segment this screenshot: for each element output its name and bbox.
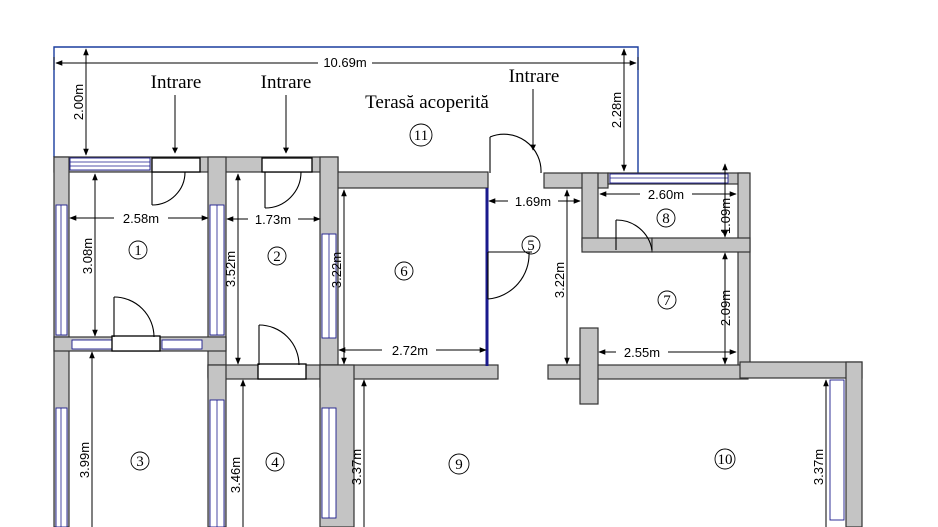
dim-room7-width: 2.55m xyxy=(624,345,660,360)
doors xyxy=(111,133,653,380)
dim-room6-width: 2.72m xyxy=(392,343,428,358)
dim-room8-depth: 1.09m xyxy=(718,198,733,234)
dim-room5-depth: 3.22m xyxy=(552,262,567,298)
room-number-4: 4 xyxy=(271,455,279,471)
dim-room6-depth: 3.22m xyxy=(329,252,344,288)
room-number-9: 9 xyxy=(455,457,463,473)
dim-room4-depth: 3.46m xyxy=(228,457,243,493)
room-number-7: 7 xyxy=(663,293,671,309)
room-number-10: 10 xyxy=(718,452,733,468)
room-number-1: 1 xyxy=(134,243,142,259)
dim-room8-width: 2.60m xyxy=(648,187,684,202)
dim-total-width: 10.69m xyxy=(323,55,366,70)
dim-room3-depth: 3.99m xyxy=(77,442,92,478)
windows xyxy=(55,157,845,527)
room-number-3: 3 xyxy=(136,454,144,470)
dim-room2-width: 1.73m xyxy=(255,212,291,227)
dim-room10-depth: 3.37m xyxy=(811,449,826,485)
dim-room7-depth: 2.09m xyxy=(718,290,733,326)
dimension-lines xyxy=(53,48,829,527)
dim-room9-depth: 3.37m xyxy=(349,449,364,485)
terrace-label: Terasă acoperită xyxy=(365,92,489,113)
dim-room1-depth: 3.08m xyxy=(80,238,95,274)
entrance-arrows xyxy=(172,89,536,154)
dim-terrace-left: 2.00m xyxy=(71,84,86,120)
room-numbers: 1 2 3 4 5 6 7 8 9 10 xyxy=(128,208,736,475)
room-number-5: 5 xyxy=(527,238,535,254)
dim-terrace-right: 2.28m xyxy=(609,92,624,128)
room-number-2: 2 xyxy=(273,249,281,265)
entrance-label-2: Intrare xyxy=(261,72,312,93)
dim-room2-depth: 3.52m xyxy=(223,251,238,287)
dim-room1-width: 2.58m xyxy=(123,211,159,226)
room-number-6: 6 xyxy=(400,264,408,280)
terrace-outline xyxy=(53,46,639,173)
dim-room5-width: 1.69m xyxy=(515,194,551,209)
entrance-label-1: Intrare xyxy=(151,72,202,93)
room-number-8: 8 xyxy=(662,211,670,227)
entrance-label-3: Intrare xyxy=(509,66,560,87)
terrace-number: 11 xyxy=(414,128,428,144)
